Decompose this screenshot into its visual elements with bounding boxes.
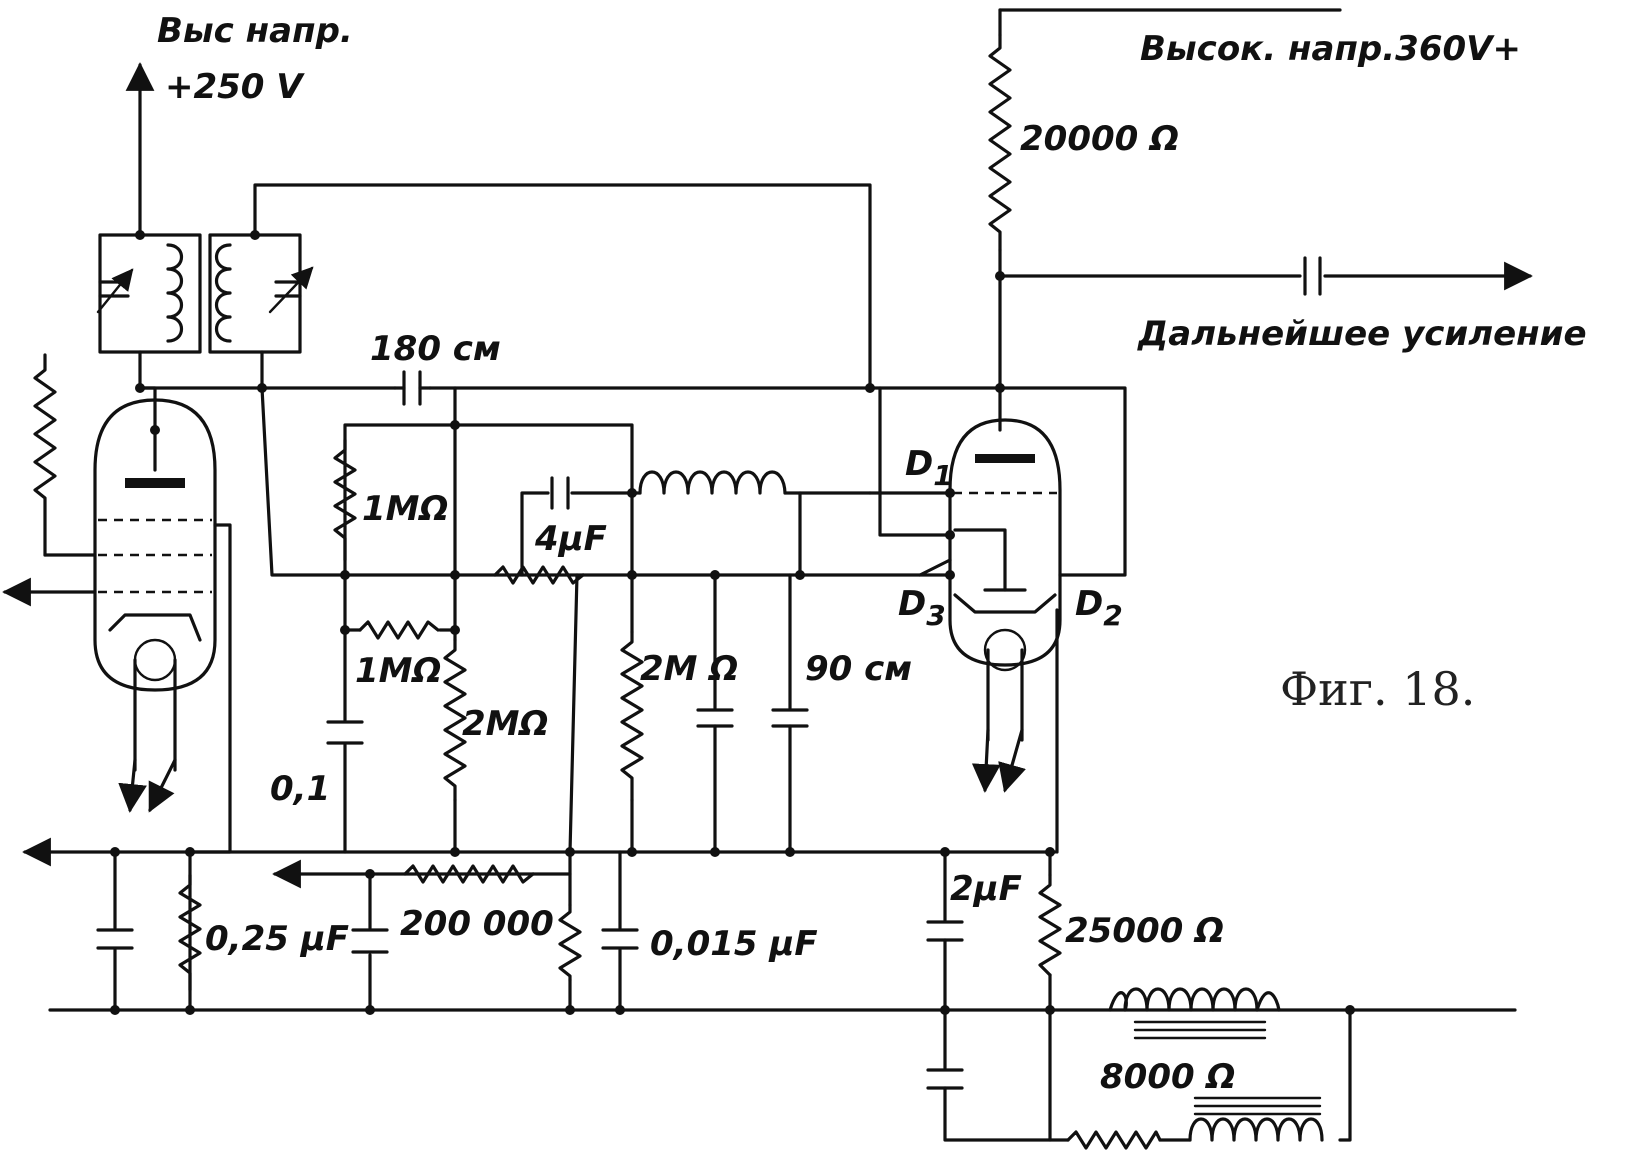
capacitor-0-015 bbox=[601, 928, 639, 950]
resistor-left-tube-bias bbox=[178, 873, 202, 992]
resistor-8000 bbox=[1066, 1130, 1162, 1150]
resistor-left-tube-grid bbox=[33, 353, 57, 557]
resistor-200000-pot bbox=[403, 864, 535, 884]
choke-bottom bbox=[1188, 1096, 1324, 1142]
label-c-180: 180 см bbox=[370, 329, 501, 369]
capacitor-90 bbox=[771, 708, 809, 728]
label-c-0-25: 0,25 μF bbox=[205, 919, 349, 959]
potentiometer-pot bbox=[493, 565, 585, 585]
label-further-amp: Дальнейшее усиление bbox=[1137, 314, 1587, 354]
label-r-8000: 8000 Ω bbox=[1100, 1057, 1235, 1097]
capacitor-bottom bbox=[926, 1068, 964, 1090]
resistor-2m-left bbox=[443, 638, 467, 802]
capacitor-2m-cap bbox=[696, 708, 734, 728]
resistor-1m-top bbox=[333, 438, 357, 562]
junction-dots bbox=[110, 230, 1355, 1015]
label-hv-left-line1: Выс напр. bbox=[157, 11, 353, 51]
capacitor-left-ground bbox=[96, 928, 134, 950]
figure-caption: Фиг. 18. bbox=[1280, 662, 1475, 716]
oscillator-transformer bbox=[96, 233, 314, 354]
label-c-0-015: 0,015 μF bbox=[650, 924, 818, 964]
capacitor-0-25 bbox=[351, 928, 389, 954]
resistor-25000 bbox=[1038, 873, 1062, 977]
label-d2: D2 bbox=[1075, 584, 1123, 632]
inductor-grid-filter bbox=[638, 470, 787, 495]
labels: Выс напр. +250 V Высок. напр.360V+ 20000… bbox=[157, 11, 1587, 1097]
inductors bbox=[638, 470, 1324, 1142]
capacitor-180 bbox=[393, 370, 432, 406]
wiring bbox=[2, 8, 1533, 1142]
resistors bbox=[33, 33, 1162, 1150]
label-r-2m-left: 2MΩ bbox=[462, 704, 548, 744]
label-r-1m-top: 1MΩ bbox=[362, 489, 448, 529]
capacitor-output bbox=[1303, 256, 1322, 296]
choke-top bbox=[1108, 987, 1281, 1040]
label-r-2m-right: 2M Ω bbox=[640, 649, 738, 689]
label-d3: D3 bbox=[898, 584, 946, 632]
left-vacuum-tube bbox=[93, 398, 217, 813]
label-r-1m-mid: 1MΩ bbox=[355, 651, 441, 691]
label-hv-right: Высок. напр.360V+ bbox=[1140, 29, 1521, 69]
resistor-cathode bbox=[558, 903, 582, 982]
label-r-20000: 20000 Ω bbox=[1020, 119, 1179, 159]
capacitors bbox=[96, 256, 1322, 1090]
label-c-4uf: 4μF bbox=[534, 519, 607, 559]
resistor-20000 bbox=[988, 33, 1012, 252]
label-c-0-1: 0,1 bbox=[270, 769, 330, 809]
label-c-2uf: 2μF bbox=[950, 869, 1022, 909]
resistor-1m-mid bbox=[358, 620, 440, 640]
capacitor-4uf bbox=[550, 476, 570, 510]
label-c-90: 90 см bbox=[805, 649, 912, 689]
capacitor-0-1 bbox=[326, 720, 364, 745]
label-d1: D1 bbox=[905, 444, 953, 492]
label-r-25000: 25000 Ω bbox=[1065, 911, 1224, 951]
capacitor-2uf bbox=[926, 920, 964, 942]
right-vacuum-tube bbox=[948, 418, 1062, 793]
resistor-2m-right bbox=[620, 630, 644, 802]
label-hv-left-line2: +250 V bbox=[165, 67, 305, 107]
label-r-200000: 200 000 bbox=[400, 904, 554, 944]
